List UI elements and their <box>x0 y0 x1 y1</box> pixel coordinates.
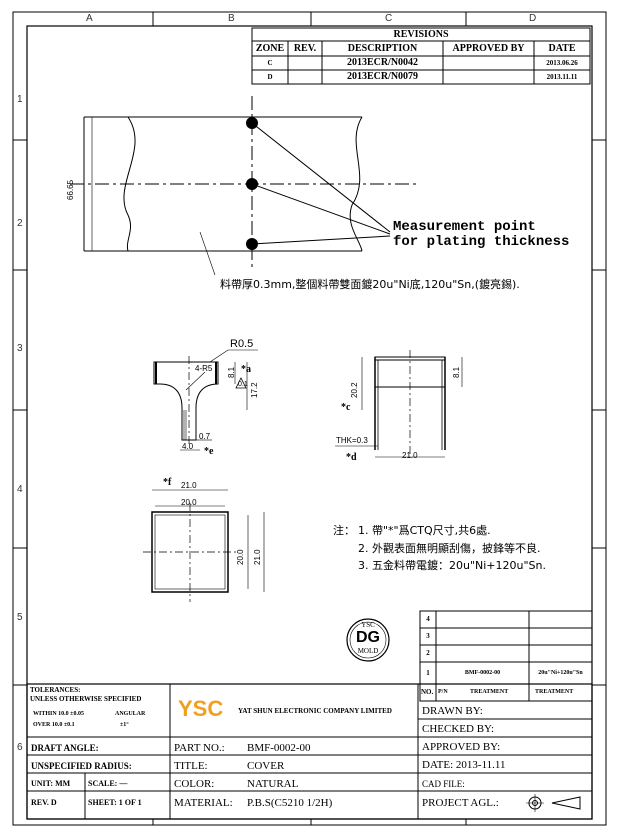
zone-row-6: 6 <box>17 742 23 753</box>
parts-header-treatment: TREATMENT <box>535 689 574 695</box>
tb-cad-file: CAD FILE: <box>422 779 465 789</box>
tb-approved-by: APPROVED BY: <box>422 741 501 753</box>
rev-row1-zone: C <box>267 59 273 67</box>
dim-r0-5: R0.5 <box>230 338 254 350</box>
note-3: 3. 五金料帶電鍍：20u"Ni+120u"Sn. <box>358 559 546 572</box>
tb-part-no-label: PART NO.: <box>174 742 225 754</box>
rev-row2-description: 2013ECR/N0079 <box>346 71 419 82</box>
rev-header-rev: REV. <box>293 43 317 54</box>
tb-unspec-radius: UNSPECIFIED RADIUS: <box>31 761 132 771</box>
dim-side-20-0: 20.0 <box>236 549 245 565</box>
rev-header-description: DESCRIPTION <box>347 43 418 54</box>
rev-row1-description: 2013ECR/N0042 <box>346 57 419 68</box>
parts-row3-no: 3 <box>426 632 430 640</box>
parts-row1-treatment: 20u"Ni+120u"Sn <box>538 670 583 676</box>
zone-row-4: 4 <box>17 484 23 495</box>
tb-drawn-by: DRAWN BY: <box>422 705 483 717</box>
mark-f: *f <box>163 477 172 488</box>
mark-c: *c <box>341 402 351 413</box>
measurement-point-callout: Measurement point for plating thickness <box>393 219 570 250</box>
dim-top-20-0: 20.0 <box>181 498 197 507</box>
dim-4-0: 4.0 <box>182 442 194 451</box>
logo-dg: DG <box>356 629 380 646</box>
zone-col-a: A <box>86 13 93 24</box>
parts-row4-no: 4 <box>426 615 430 623</box>
parts-row1-no: 1 <box>426 669 430 677</box>
tb-checked-by: CHECKED BY: <box>422 723 495 735</box>
logo-ysc-small: YSC <box>361 621 375 629</box>
tb-angular: ANGULAR <box>115 711 146 717</box>
rev-row2-date: 2013.11.11 <box>546 73 578 81</box>
dim-21-0: 21.0 <box>402 451 418 460</box>
parts-header-no: NO. <box>421 688 434 696</box>
parts-row2-no: 2 <box>426 649 430 657</box>
dim-4-r5: 4-R5 <box>195 364 213 373</box>
dim-0-7: 0.7 <box>199 432 211 441</box>
plating-note: 料帶厚0.3mm,整個料帶雙面鍍20u"Ni底,120u"Sn,(鍍亮錫). <box>220 278 520 291</box>
notes-prefix: 注： <box>333 524 355 537</box>
tb-color: NATURAL <box>247 778 299 790</box>
tb-sheet: SHEET: 1 OF 1 <box>88 798 142 807</box>
revisions-title: REVISIONS <box>393 29 449 40</box>
rev-header-zone: ZONE <box>255 43 285 54</box>
zone-col-d: D <box>529 13 537 24</box>
tb-scale: SCALE: — <box>88 779 128 788</box>
mark-a: *a <box>241 364 251 375</box>
rev-header-approved: APPROVED BY <box>452 43 525 54</box>
dim-thk: THK=0.3 <box>336 436 368 445</box>
tb-company: YAT SHUN ELECTRONIC COMPANY LIMITED <box>238 707 392 715</box>
zone-col-c: C <box>385 13 393 24</box>
note-2: 2. 外觀表面無明顯刮傷，披鋒等不良. <box>358 542 541 555</box>
tb-over: OVER 10.0 ±0.1 <box>33 722 75 728</box>
tb-tolerances: TOLERANCES: <box>30 686 81 694</box>
mark-d: *d <box>346 452 357 463</box>
tb-color-label: COLOR: <box>174 778 215 790</box>
tb-within: WITHIN 10.0 ±0.05 <box>33 711 84 717</box>
rev-header-date: DATE <box>548 43 576 54</box>
tb-project: PROJECT AGL.: <box>422 797 499 809</box>
zone-row-5: 5 <box>17 612 23 623</box>
tb-unit: UNIT: MM <box>31 779 71 788</box>
zone-row-3: 3 <box>17 343 23 354</box>
tb-date: DATE: 2013-11.11 <box>422 759 506 771</box>
logo-mold: MOLD <box>357 647 379 655</box>
projection-symbol-icon <box>526 794 586 812</box>
tb-draft-angle: DRAFT ANGLE: <box>31 743 99 753</box>
parts-header-treat: TREATMENT <box>470 689 509 695</box>
tb-company-logo: YSC <box>178 696 224 721</box>
tb-unless: UNLESS OTHERWISE SPECIFIED <box>30 695 142 703</box>
parts-row1-pn: BMF-0002-00 <box>464 670 501 676</box>
tb-material: P.B.S(C5210 1/2H) <box>247 797 333 809</box>
tb-ang-val: ±1° <box>120 722 129 728</box>
dim-8-1: 8.1 <box>227 366 236 378</box>
mark-e: *e <box>204 446 214 457</box>
rev-row1-date: 2013.06.26 <box>546 59 578 67</box>
zone-row-2: 2 <box>17 218 23 229</box>
parts-header-pn: P/N <box>438 689 448 695</box>
dim-17-2: 17.2 <box>250 382 259 398</box>
dim-0-1: 0.1 <box>238 381 248 388</box>
tb-part-no: BMF-0002-00 <box>247 742 311 754</box>
note-1: 1. 帶"*"爲CTQ尺寸,共6處. <box>358 524 491 537</box>
dim-8-1-b: 8.1 <box>452 366 461 378</box>
tb-title-label: TITLE: <box>174 760 208 772</box>
tb-title: COVER <box>247 760 285 772</box>
dim-66-65: 66.65 <box>66 179 75 200</box>
zone-col-b: B <box>228 13 235 24</box>
rev-row2-zone: D <box>267 73 273 81</box>
dim-side-21-0: 21.0 <box>253 549 262 565</box>
dim-20-2: 20.2 <box>350 382 359 398</box>
tb-material-label: MATERIAL: <box>174 797 233 809</box>
tb-rev: REV. D <box>31 798 57 807</box>
dim-top-21-0: 21.0 <box>181 481 197 490</box>
zone-row-1: 1 <box>17 94 23 105</box>
